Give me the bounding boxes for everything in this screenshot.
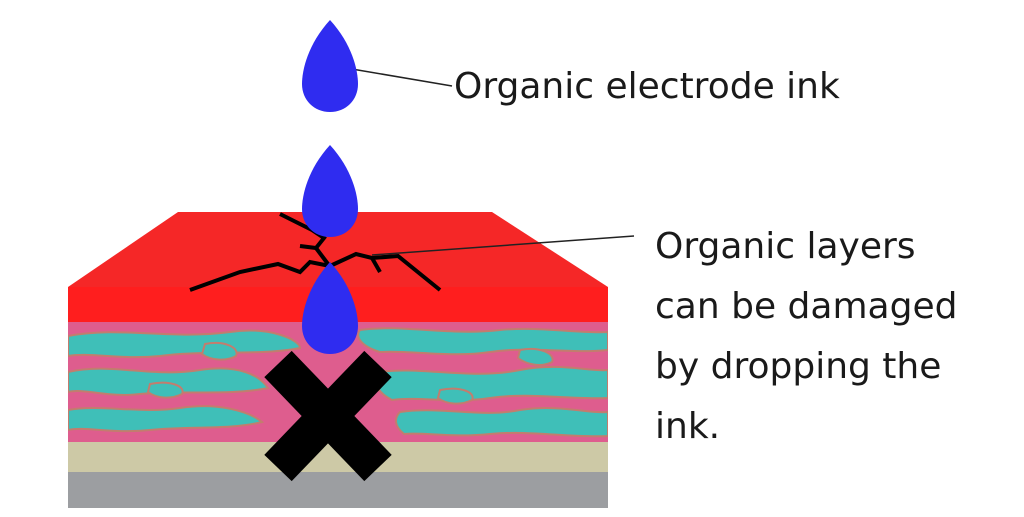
damage-label-line-3: by dropping the: [655, 346, 941, 387]
damage-label-line-1: Organic layers: [655, 226, 916, 267]
damage-label-line-2: can be damaged: [655, 286, 957, 327]
damage-label-line-4: ink.: [655, 406, 720, 447]
droplet-icon: [302, 20, 358, 112]
droplet-icon: [302, 145, 358, 237]
damage-leader-line: [371, 235, 635, 256]
substrate-gray-layer: [68, 472, 608, 508]
ink-label: Organic electrode ink: [454, 66, 840, 107]
ink-leader-line: [345, 67, 453, 87]
droplet-icon: [302, 262, 358, 354]
cross-icon: [264, 350, 392, 482]
top-organic-layer-surface: [68, 212, 608, 287]
